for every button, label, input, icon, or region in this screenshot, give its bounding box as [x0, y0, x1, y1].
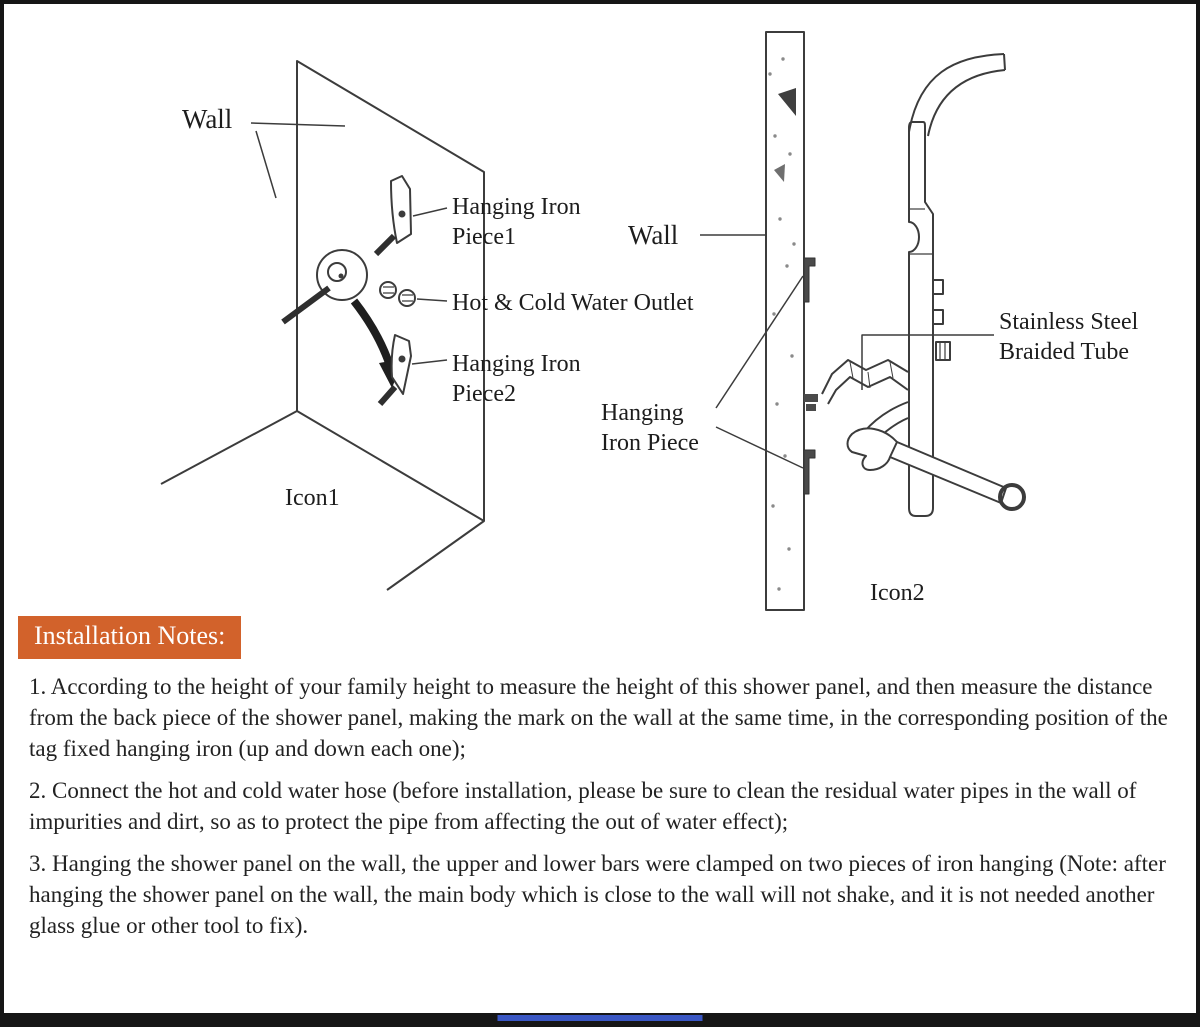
icon2-stainless-steel-label: Stainless Steel Braided Tube: [999, 309, 1139, 365]
note-item-3: 3. Hanging the shower panel on the wall,…: [29, 851, 1166, 938]
wrench-ring: [998, 483, 1026, 511]
installation-notes: 1. According to the height of your famil…: [29, 671, 1181, 952]
bottom-accent-bar: [497, 1015, 703, 1021]
wall-leader-line-2: [255, 130, 277, 199]
panel-knob-ridges: [939, 342, 946, 360]
icon1-drawing: [160, 60, 485, 591]
notes-heading: Installation Notes:: [18, 616, 242, 659]
diagram-linework: [160, 31, 1026, 611]
shower-arm-end-cap: [1003, 53, 1006, 71]
wrench-head: [846, 427, 898, 471]
floor-line-left: [160, 410, 298, 485]
leader-line-outlet: [416, 298, 448, 302]
hanging-bracket-1: [390, 175, 412, 244]
note-item-1: 1. According to the height of your famil…: [29, 674, 1168, 761]
icon1-hanging-iron-piece2-label: Hanging Iron Piece2: [452, 351, 581, 407]
water-outlet-detail: [383, 286, 413, 302]
icon2-hanging-iron-label: Hanging Iron Piece: [601, 400, 699, 456]
hanging-bracket-2: [390, 334, 412, 395]
hanging-leader-lower: [715, 426, 804, 469]
screw-pin-1: [373, 233, 397, 257]
icon1-hanging-iron-piece1-label: Hanging Iron Piece1: [452, 194, 581, 250]
bottom-border: [4, 1013, 1196, 1023]
icon2-caption: Icon2: [870, 580, 925, 606]
screw-pin-2: [281, 285, 331, 325]
panel-button-1: [932, 279, 944, 295]
panel-knob: [935, 341, 951, 361]
wall-speck-triangle-2: [774, 164, 785, 182]
water-outlet-circle-2: [398, 289, 416, 307]
icon1-wall-label: Wall: [182, 104, 233, 134]
hanging-bracket-lower: [803, 449, 816, 495]
mixer-center-dot: [338, 273, 344, 279]
hose-drop-edge-1: [863, 401, 909, 433]
mixer-mount-circle: [316, 249, 368, 301]
hanging-bracket-upper: [803, 257, 816, 303]
panel-button-2: [932, 309, 944, 325]
water-outlet-circle-1: [379, 281, 397, 299]
mixer-inner-circle: [327, 262, 347, 282]
bracket-1-hole: [398, 210, 406, 218]
icon2-wall-label: Wall: [628, 220, 679, 250]
wall-water-connector-1: [804, 394, 818, 402]
hanging-leader-upper: [715, 275, 804, 409]
icon2-drawing: [700, 31, 1026, 611]
wall-speck-triangle-1: [778, 88, 796, 116]
leader-line-piece2: [411, 359, 448, 365]
braided-tube-leader-line: [861, 334, 994, 390]
leader-line-piece1: [412, 207, 448, 217]
rotation-arrow-curve: [350, 298, 394, 368]
screw-pin-3: [377, 385, 398, 406]
wall-section: [765, 31, 805, 611]
shower-panel-profile: [908, 121, 934, 517]
hose-braiding-ticks: [849, 361, 894, 389]
icon1-caption: Icon1: [285, 485, 340, 511]
bracket-2-hole: [398, 355, 406, 363]
wall-water-connector-2: [806, 404, 816, 411]
shower-arm-outer-curve: [908, 53, 1005, 133]
note-item-2: 2. Connect the hot and cold water hose (…: [29, 778, 1137, 834]
shower-arm-inner-curve: [927, 69, 1006, 137]
floor-line-right: [386, 520, 485, 591]
braided-hose-top-edge: [821, 359, 909, 395]
braided-hose-bottom-edge: [827, 376, 909, 405]
wrench-handle: [889, 441, 1007, 504]
wall-speckle-dots: [768, 57, 796, 591]
wall-leader-line-1: [250, 122, 346, 127]
icon1-hot-cold-outlet-label: Hot & Cold Water Outlet: [452, 290, 694, 316]
